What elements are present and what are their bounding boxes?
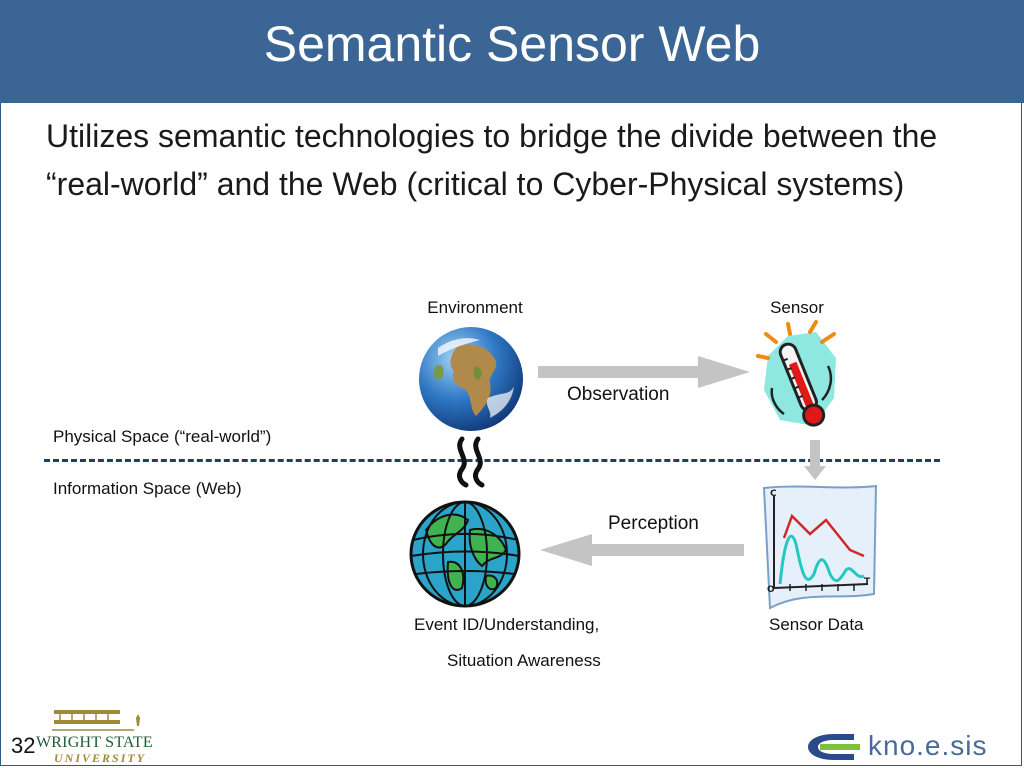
slide-number: 32 [11,733,36,758]
information-globe-icon [409,500,521,608]
slide-body-text: Utilizes semantic technologies to bridge… [46,118,938,202]
chart-axis-x-label: T [864,577,871,587]
sensor-data-chart-icon: C O T [762,484,878,610]
wright-state-logo-line2: UNIVERSITY [54,751,147,765]
event-understanding-label: Event ID/Understanding, [414,615,600,634]
wright-state-logo-line1: WRIGHT STATE [36,734,153,751]
sensor-thermometer-icon [756,320,836,427]
perception-arrow [540,534,744,566]
environment-globe-icon [419,327,523,431]
information-space-label: Information Space (Web) [53,479,242,498]
bridge-squiggle-icon [457,436,485,488]
observation-arrow [538,356,750,388]
space-divider-line [44,459,940,462]
slide-title: Semantic Sensor Web [263,16,761,72]
sensor-data-label: Sensor Data [769,615,864,634]
observation-label: Observation [567,384,670,405]
perception-label: Perception [608,513,699,534]
situation-awareness-label: Situation Awareness [447,651,601,670]
chart-axis-y-label: C [770,489,777,499]
chart-origin-label: O [767,585,775,595]
physical-space-label: Physical Space (“real-world”) [53,427,272,446]
knoesis-logo-icon [808,734,860,760]
knoesis-logo-text: kno.e.sis [868,730,988,761]
environment-label: Environment [427,298,523,317]
sensor-label: Sensor [770,298,824,317]
down-arrow [804,440,826,480]
title-bar: Semantic Sensor Web [0,0,1024,103]
wright-state-plane-icon [52,710,140,731]
